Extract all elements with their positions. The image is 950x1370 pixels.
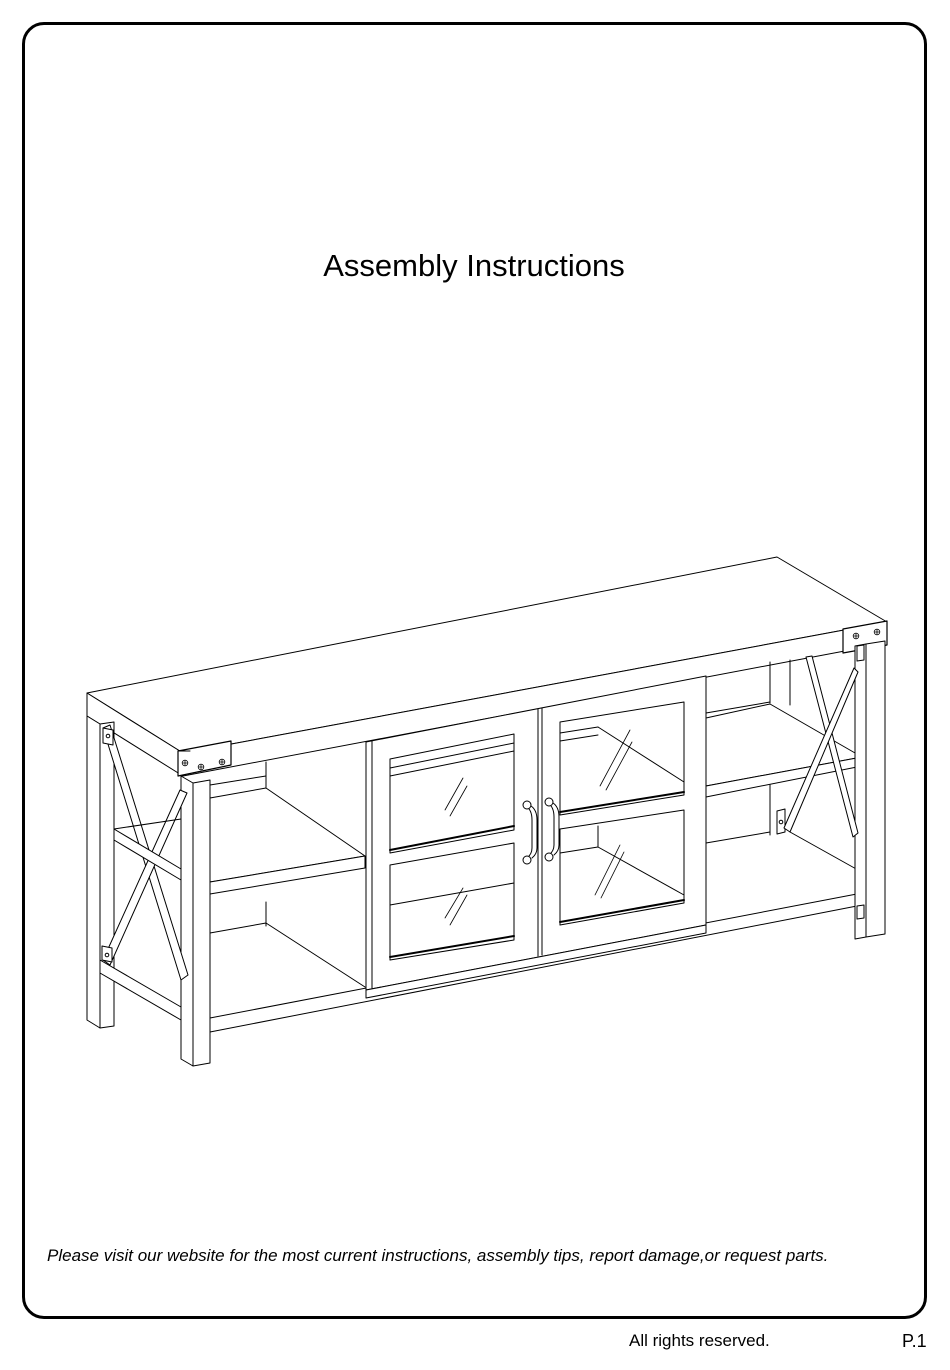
door-handle-icons (522, 797, 560, 865)
page-title: Assembly Instructions (323, 248, 625, 283)
page-number: P.1 (902, 1331, 927, 1351)
right-side-frame (783, 640, 886, 940)
center-cabinet (365, 675, 707, 999)
copyright-text: All rights reserved. (629, 1331, 770, 1350)
left-side-frame (86, 715, 211, 1067)
tabletop (86, 556, 888, 777)
right-shelves (705, 659, 863, 871)
page-border-frame (22, 22, 927, 1319)
website-notice: Please visit our website for the most cu… (47, 1246, 829, 1265)
screw-icons (181, 628, 881, 771)
